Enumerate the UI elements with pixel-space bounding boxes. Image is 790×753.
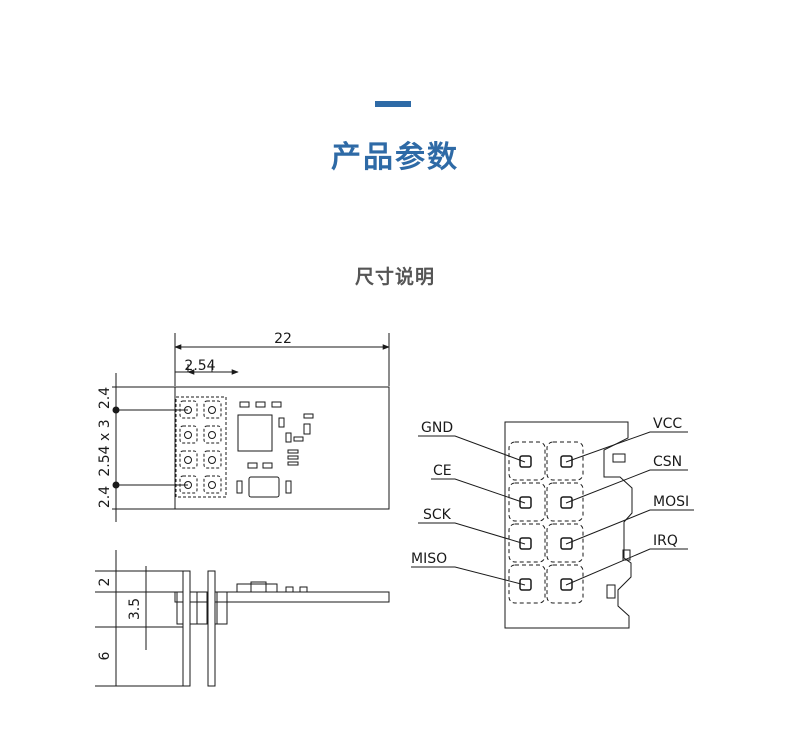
pinout-board-outline xyxy=(504,421,633,629)
pinout-pads xyxy=(508,441,584,604)
pin-label-vcc: VCC xyxy=(653,416,682,432)
section-title: 产品参数 xyxy=(331,140,459,175)
side-pin-right xyxy=(207,570,216,687)
dim-side-2-label: 2 xyxy=(97,578,113,587)
pinout-pad-centers xyxy=(519,455,573,591)
pin-label-irq: IRQ xyxy=(653,533,678,549)
dim-pitch-rows-label: 2.54 x 3 xyxy=(97,419,113,476)
accent-bar xyxy=(375,101,411,107)
main-chip xyxy=(237,414,273,452)
pin-pads xyxy=(179,400,222,494)
pin-header-outline xyxy=(175,396,227,498)
dim-side-6-label: 6 xyxy=(97,651,113,660)
crystal xyxy=(248,476,280,498)
dim-width-label: 22 xyxy=(274,331,292,347)
board-components xyxy=(236,401,314,498)
pin-label-csn: CSN xyxy=(653,454,682,470)
pin-label-sck: SCK xyxy=(423,507,452,523)
side-view xyxy=(95,550,390,687)
section-subtitle: 尺寸说明 xyxy=(354,266,435,288)
pin-label-gnd: GND xyxy=(421,420,453,436)
side-pin-left xyxy=(182,570,191,687)
pin-label-mosi: MOSI xyxy=(653,494,689,510)
pin-label-miso: MISO xyxy=(411,551,447,567)
dim-edge-bottom-label: 2.4 xyxy=(97,486,113,508)
dim-side-3-5-label: 3.5 xyxy=(127,598,143,620)
side-header-housing xyxy=(176,591,228,625)
board-outline xyxy=(174,386,390,510)
pinout-view xyxy=(411,421,694,629)
top-view xyxy=(112,333,390,522)
side-board xyxy=(174,591,390,603)
dim-pitch-label: 2.54 xyxy=(184,358,215,374)
dim-edge-top-label: 2.4 xyxy=(97,387,113,409)
pin-label-ce: CE xyxy=(433,463,452,479)
